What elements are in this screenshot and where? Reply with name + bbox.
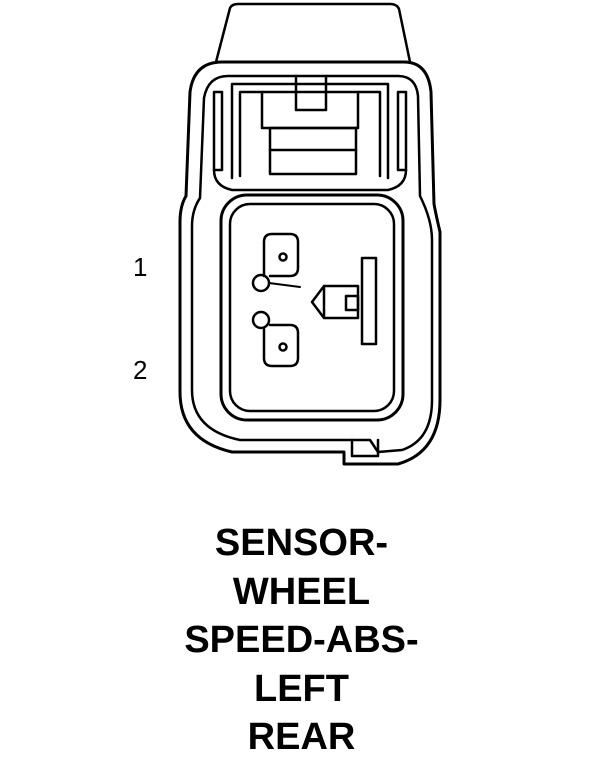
terminal-contact-1 (278, 252, 288, 262)
polarization-key-1 (251, 273, 271, 293)
lock-frame (230, 82, 390, 180)
lock-channel (212, 90, 408, 172)
key-line-1 (268, 282, 301, 288)
housing-outer (178, 60, 442, 466)
caption-line: WHEEL (232, 570, 371, 613)
terminal-cavity-2 (262, 323, 300, 368)
tpa-slot (344, 294, 360, 312)
connector-caption: SENSOR- WHEEL SPEED-ABS- LEFT REAR (0, 519, 603, 761)
mating-face-outer (219, 193, 405, 422)
tpa-bar (360, 256, 378, 346)
housing-shoulder (212, 168, 408, 192)
pin-number-2: 2 (133, 355, 148, 385)
terminal-contact-2 (278, 342, 288, 352)
terminal-cavity-1 (262, 232, 300, 278)
housing-inner (190, 74, 434, 454)
release-notch (350, 438, 380, 458)
caption-line: SENSOR- (214, 522, 389, 564)
tpa-arrow (310, 284, 360, 320)
caption-line: SPEED-ABS- (184, 619, 419, 661)
caption-line: REAR (247, 716, 356, 758)
caption-line: LEFT (254, 667, 349, 710)
latch-cap (214, 2, 412, 64)
pin-number-1: 1 (133, 252, 148, 282)
polarization-key-2 (251, 310, 271, 330)
mating-face-inner (228, 202, 396, 413)
